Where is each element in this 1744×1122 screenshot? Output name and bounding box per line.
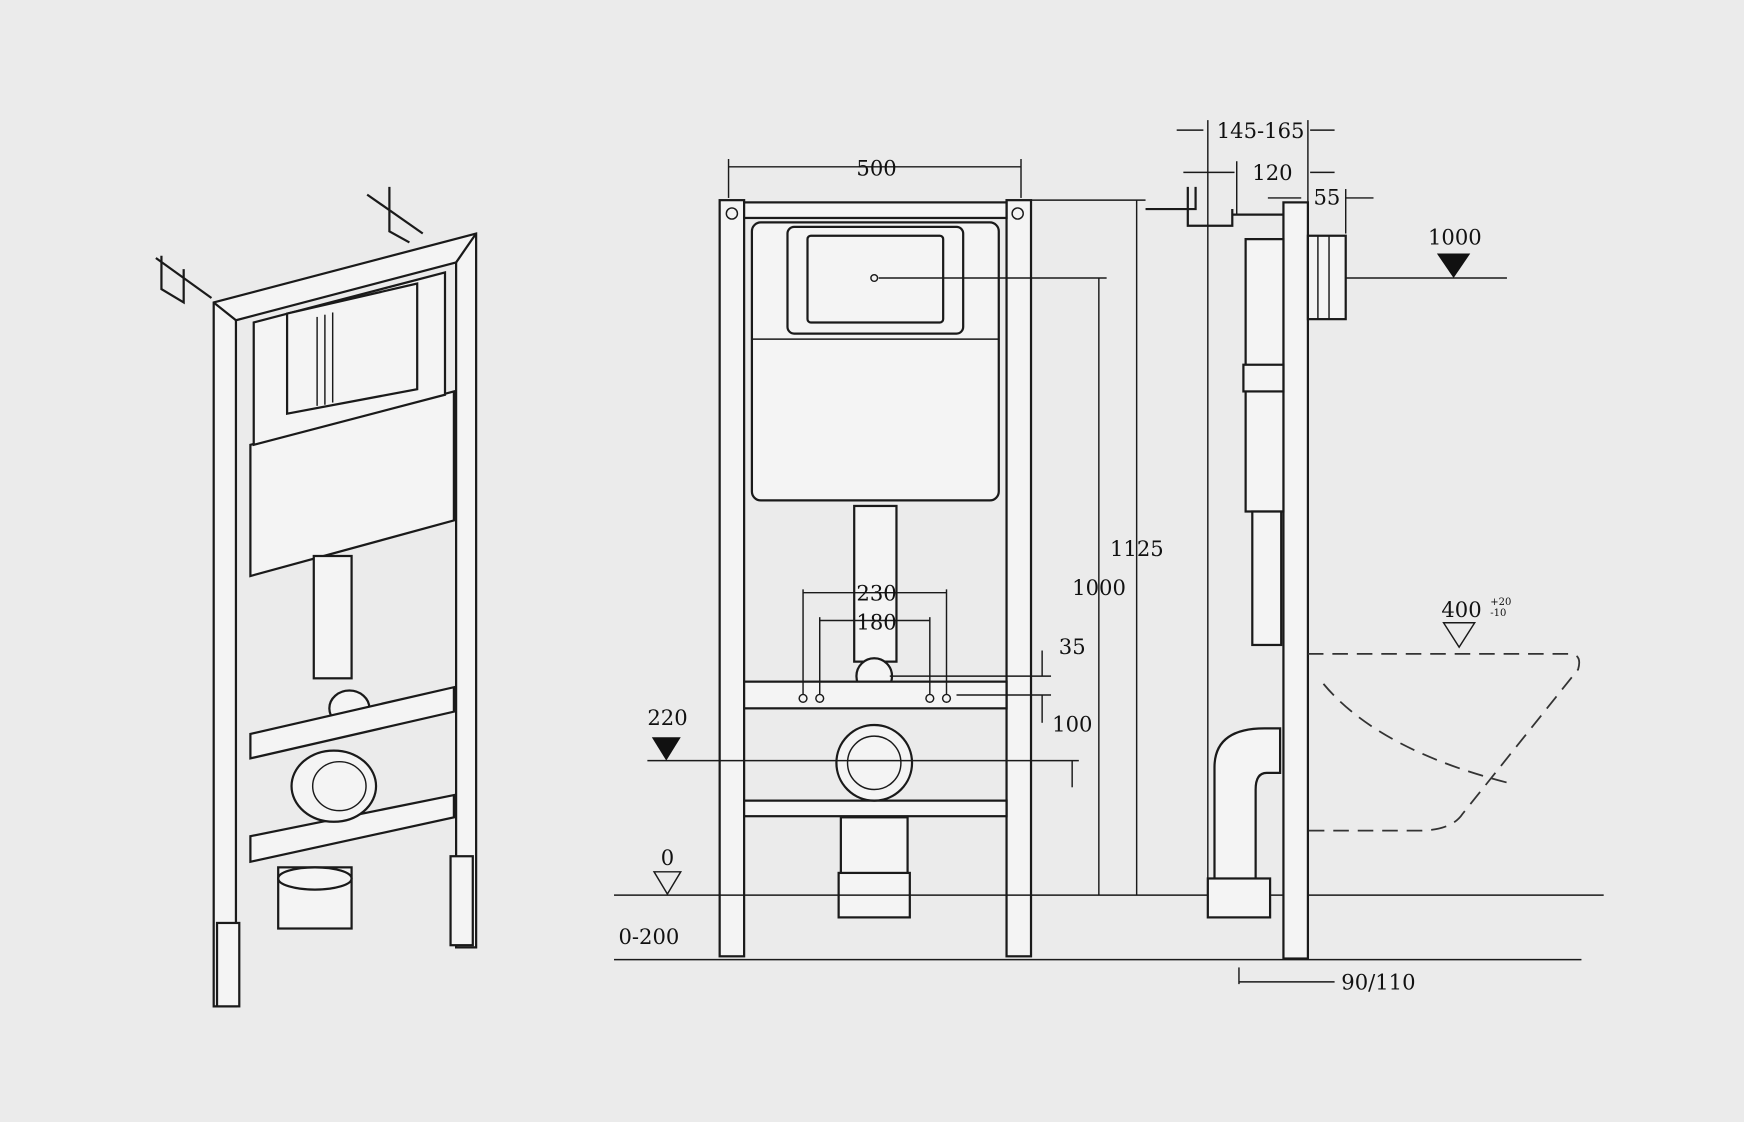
dim-100: 100 [1052,712,1092,737]
dim-frame-width: 500 [856,156,896,181]
front-dimensions: 500 1125 1000 230 180 35 100 220 0 0-200 [618,156,1163,949]
isometric-view [155,186,478,1008]
level-marker-filled-icon [651,737,681,761]
dim-frame-height: 1125 [1110,536,1164,561]
dim-plate-height: 1000 [1072,575,1126,600]
dim-plate-depth: 55 [1313,185,1340,210]
dim-35: 35 [1059,634,1086,659]
dim-wall-depth: 145-165 [1217,118,1305,143]
front-view [718,199,1033,958]
level-marker-filled-icon [1436,253,1471,278]
dim-seat-height: 400 [1441,597,1481,622]
dim-seat-tol-minus: -10 [1490,608,1506,619]
dim-floor-level: 0 [661,845,674,870]
dim-seat-tol-plus: +20 [1490,597,1511,608]
dim-bracket-depth: 120 [1252,160,1292,185]
dim-waste-outer: 230 [856,580,896,605]
dim-leg-adjust: 0-200 [618,924,679,949]
dim-side-level: 1000 [1428,225,1482,250]
dim-waste-inner: 180 [856,609,896,634]
side-view [1145,186,1581,960]
level-marker-open-icon [652,871,683,896]
side-dimensions: 145-165 120 55 1000 400 +20 -10 90/110 [1176,118,1511,995]
level-marker-open-icon [1442,621,1477,649]
dim-drain-level: 220 [647,705,687,730]
dim-foot-offset: 90/110 [1341,970,1415,995]
